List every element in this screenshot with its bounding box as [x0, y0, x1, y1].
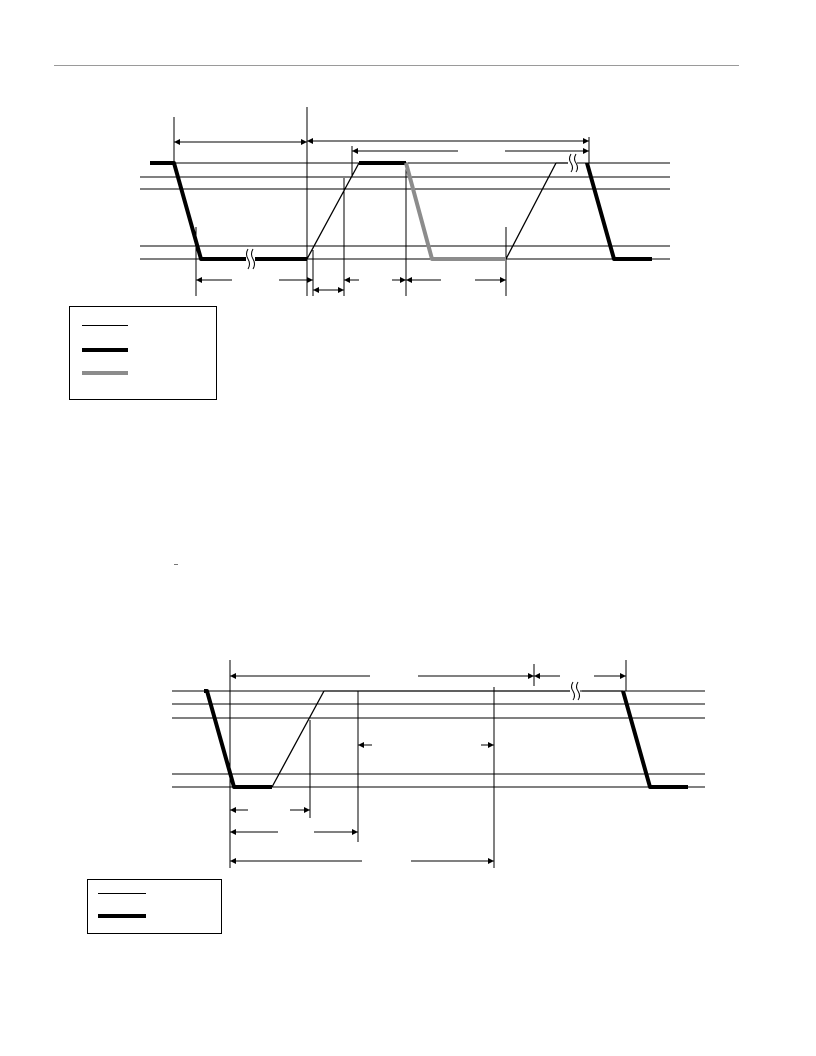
- waveform-thick: [204, 689, 688, 789]
- thin-rise-1: [306, 162, 360, 260]
- legend-sample-gray: [82, 371, 128, 375]
- dimension-arrows: [230, 673, 626, 864]
- timing-diagram-1: [140, 107, 670, 296]
- timing-diagram-2: [172, 660, 705, 868]
- waveform-thin: [271, 690, 623, 788]
- waveform-thick: [150, 161, 652, 261]
- thick-fall-1: [150, 161, 250, 261]
- legend-sample-thin: [98, 893, 146, 894]
- waveform-gray: [404, 162, 506, 261]
- thin-rise: [271, 690, 325, 788]
- legend-sample-thick: [82, 348, 128, 352]
- thin-rise-2: [505, 162, 557, 260]
- thick-fall-2: [585, 162, 652, 261]
- break-mark-icon: [568, 153, 578, 173]
- legend-sample-thick: [98, 914, 146, 918]
- stray-mark: [174, 564, 178, 565]
- legend-sample-thin: [82, 325, 128, 326]
- thick-fall-2: [621, 690, 688, 789]
- header-rule: [54, 65, 739, 66]
- dimension-arrows: [174, 138, 589, 293]
- vertical-markers: [173, 107, 590, 296]
- legend-1: [69, 306, 217, 400]
- break-mark-icon: [246, 248, 255, 270]
- legend-2: [87, 879, 222, 934]
- thick-fall-1: [204, 689, 272, 789]
- break-mark-icon: [570, 681, 580, 701]
- gray-fall: [404, 162, 506, 261]
